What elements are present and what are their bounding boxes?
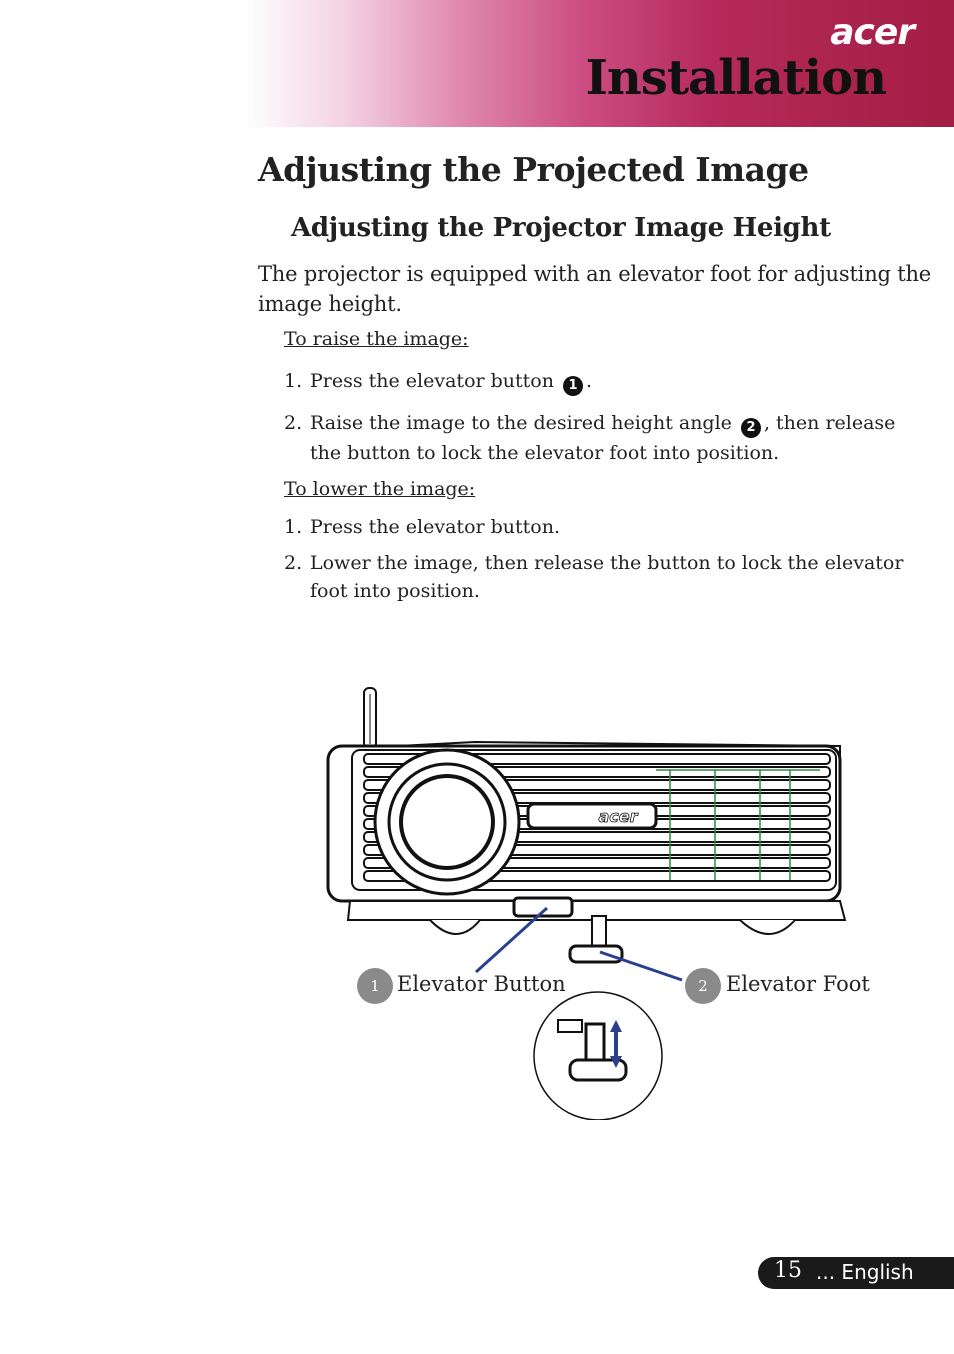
step-number: 1.: [284, 370, 303, 392]
callout-2-label: Elevator Foot: [726, 972, 870, 996]
step-text: Lower the image, then release the button…: [310, 552, 904, 574]
raise-step-1: 1. Press the elevator button 1.: [284, 366, 592, 396]
callout-1-badge: 1: [357, 968, 393, 1004]
lower-step-1: 1. Press the elevator button.: [284, 512, 560, 542]
step-number: 1.: [284, 516, 303, 538]
sub-heading: Adjusting the Projector Image Height: [291, 213, 831, 243]
intro-paragraph: The projector is equipped with an elevat…: [258, 262, 932, 316]
callout-1-label: Elevator Button: [397, 972, 566, 996]
step-number: 2.: [284, 552, 303, 574]
page-number: 15: [774, 1258, 802, 1283]
raise-step-2: 2. Raise the image to the desired height …: [284, 408, 895, 468]
step-text: Press the elevator button.: [310, 516, 561, 538]
step-text-after: , then release: [763, 412, 896, 434]
elevator-button-part: [512, 896, 574, 918]
acer-logo: acer: [830, 12, 915, 53]
step-punct: .: [586, 370, 593, 392]
projector-figure: acer: [320, 680, 880, 1121]
step-text: Press the elevator button: [310, 370, 554, 392]
marker-1-icon: 1: [563, 376, 584, 396]
callout-2-badge: 2: [685, 968, 721, 1004]
lower-procedure-label: To lower the image:: [284, 478, 476, 500]
page-language: ... English: [816, 1260, 914, 1284]
header-band: [244, 0, 954, 127]
step-continuation: the button to lock the elevator foot int…: [310, 442, 780, 464]
footer-tab: [758, 1257, 954, 1289]
page-heading: Adjusting the Projected Image: [258, 150, 809, 189]
device-logo: acer: [598, 807, 638, 826]
elevator-foot-part: [568, 944, 624, 964]
marker-2-icon: 2: [740, 418, 761, 438]
raise-procedure-label: To raise the image:: [284, 328, 469, 350]
lower-step-2: 2. Lower the image, then release the butt…: [284, 549, 903, 605]
step-continuation: foot into position.: [310, 580, 480, 602]
step-text: Raise the image to the desired height an…: [310, 412, 732, 434]
projector-illustration: acer: [326, 687, 847, 1121]
section-title: Installation: [585, 50, 887, 106]
step-number: 2.: [284, 412, 303, 434]
